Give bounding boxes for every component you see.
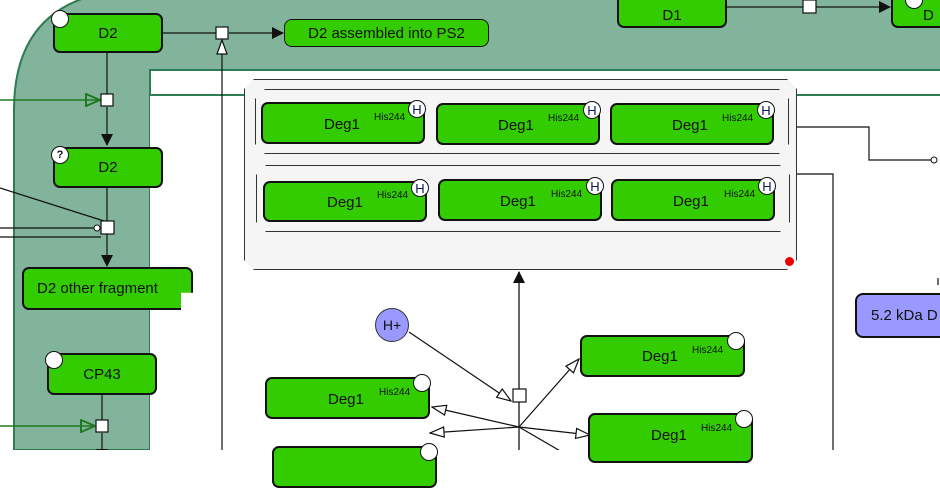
arc-down-right (518, 426, 560, 450)
residue-label: His244 (548, 113, 580, 124)
histidine-state-icon: H (408, 100, 426, 118)
histidine-state-icon: H (583, 101, 601, 119)
residue-label: His244 (551, 189, 583, 200)
residue-label: His244 (692, 345, 724, 356)
arc-consumption-diag (0, 187, 105, 222)
node-5-2-kda[interactable]: 5.2 kDa D (855, 293, 940, 338)
residue-label: His244 (377, 190, 409, 201)
node-label: CP43 (83, 365, 121, 383)
histidine-state-icon: H (758, 177, 776, 195)
deg1-label: Deg1 (327, 194, 363, 211)
deg1-label: Deg1 (324, 116, 360, 133)
free-deg1-right-top[interactable] (580, 335, 745, 377)
hplus-label: H+ (382, 317, 402, 333)
complex-deg1-r1-c1[interactable] (261, 102, 425, 144)
residue-label: His244 (724, 189, 756, 200)
residue-label: His244 (379, 387, 411, 398)
state-variable-icon (51, 10, 69, 28)
arc-to-deg1-left-bottom (430, 427, 520, 433)
process-node-d1[interactable] (802, 0, 817, 14)
free-deg1-left-bottom[interactable] (272, 446, 437, 488)
residue-label: His244 (374, 112, 406, 123)
node-label: 5.2 kDa D (871, 307, 938, 324)
arc-to-deg1-right-bottom (518, 426, 590, 435)
node-d2-top[interactable]: D2 (53, 13, 163, 53)
hplus-chemical[interactable]: H+ (375, 308, 409, 342)
residue-label: His244 (722, 113, 754, 124)
deg1-label: Deg1 (328, 391, 364, 408)
state-variable-icon (420, 443, 438, 461)
complex-deg1-r1-c2[interactable] (436, 103, 600, 145)
complex-deg1-r2-c3[interactable] (611, 179, 775, 221)
process-node-fragment[interactable] (100, 220, 115, 235)
complex-deg1-r1-c3[interactable] (610, 103, 774, 145)
deg1-label: Deg1 (651, 427, 687, 444)
histidine-state-icon: H (757, 101, 775, 119)
catalysis-marker (93, 224, 101, 232)
node-d2-fragment[interactable]: D2 other fragment (22, 267, 193, 310)
node-label: D2 (98, 159, 118, 176)
state-variable-icon (735, 410, 753, 428)
node-label: D1 (662, 6, 682, 24)
complex-deg1-r2-c2[interactable] (438, 179, 602, 221)
process-node-cp43[interactable] (95, 419, 109, 433)
node-cp43[interactable]: CP43 (47, 353, 157, 395)
catalysis-marker-right (930, 156, 938, 164)
deg1-label: Deg1 (673, 193, 709, 210)
node-label: D (923, 6, 934, 24)
state-variable-icon (727, 332, 745, 350)
deg1-label: Deg1 (498, 117, 534, 134)
node-d2-mid[interactable]: D2 (53, 147, 163, 188)
histidine-state-icon: H (411, 179, 429, 197)
arc-complex-right-1 (796, 126, 932, 161)
arc-hplus-stimulation (408, 331, 511, 401)
node-label: D2 (98, 24, 118, 42)
node-d1[interactable]: D1 (617, 0, 727, 28)
process-node-assembly[interactable] (215, 26, 229, 40)
free-deg1-left-top[interactable] (265, 377, 430, 419)
process-node-d2[interactable] (100, 93, 114, 107)
complex-deg1-r2-c1[interactable] (263, 181, 427, 222)
unknown-state-icon: ? (51, 146, 69, 164)
residue-label: His244 (701, 423, 733, 434)
complex-marker-dot (785, 257, 794, 266)
node-d2-assembled[interactable]: D2 assembled into PS2 (284, 19, 489, 47)
arc-to-deg1-right-top (518, 359, 579, 428)
arc-complex-right-2 (796, 173, 834, 450)
histidine-state-icon: H (586, 177, 604, 195)
node-label: D2 assembled into PS2 (308, 24, 465, 42)
deg1-label: Deg1 (672, 117, 708, 134)
deg1-label: Deg1 (642, 348, 678, 365)
deg1-label: Deg1 (500, 193, 536, 210)
process-node-central[interactable] (512, 388, 527, 403)
state-variable-icon (45, 351, 63, 369)
arc-to-deg1-left-top (432, 407, 520, 428)
node-label: D2 other fragment (37, 280, 158, 297)
state-variable-icon (413, 374, 431, 392)
